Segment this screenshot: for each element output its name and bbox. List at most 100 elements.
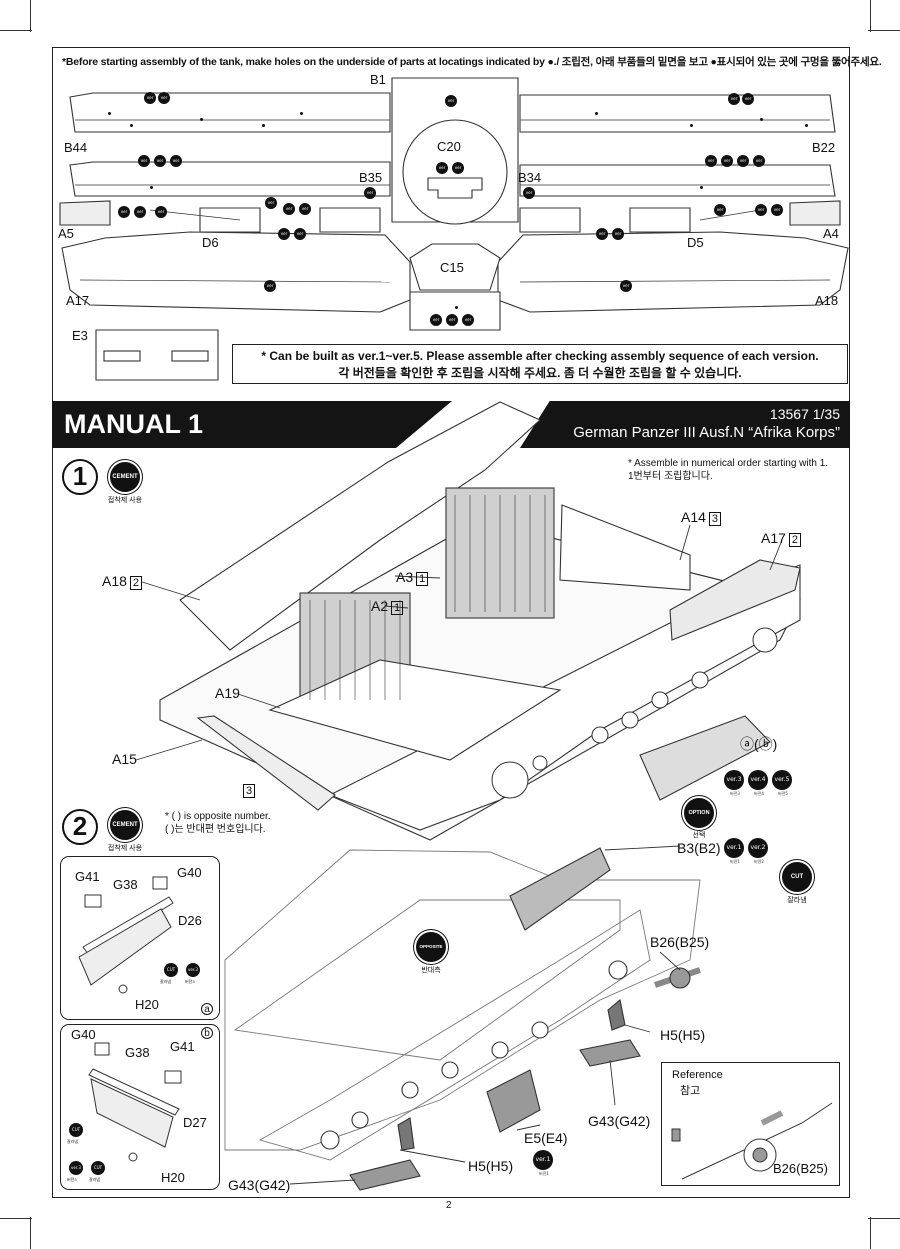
version-badge: ver — [364, 187, 376, 199]
version-badge: ver — [728, 93, 740, 105]
crop-mark — [870, 0, 871, 32]
version-badge: ver — [283, 203, 295, 215]
reference-title-ko: 참고 — [680, 1085, 701, 1097]
hole-dot — [455, 306, 458, 309]
version-badge: ver — [138, 155, 150, 167]
inset-a: G41 G38 G40 D26 H20 a CUT ver.3 잘라냄 버전3 — [60, 856, 220, 1020]
crop-mark — [0, 1218, 32, 1219]
inset-b-g40: G40 — [71, 1027, 96, 1042]
callout-a15: A15 — [112, 751, 137, 767]
kit-name: German Panzer III Ausf.N “Afrika Korps” — [573, 424, 840, 441]
inset-b-letter: b — [201, 1027, 213, 1039]
kit-number-scale: 13567 1/35 — [769, 406, 840, 422]
manual-title: MANUAL 1 — [52, 401, 452, 448]
inset-b-cut-cap: 잘라냄 — [67, 1139, 79, 1144]
version-badge: ver — [523, 187, 535, 199]
opposite-icon: OPPOSITE — [416, 932, 446, 962]
crop-mark — [870, 1217, 871, 1249]
page-frame — [52, 47, 850, 1198]
step-number-1: 1 — [62, 459, 98, 495]
version-badge: ver — [771, 204, 783, 216]
reference-part: B26(B25) — [773, 1161, 828, 1176]
opposite-caption: 반대측 — [421, 967, 441, 974]
crop-mark — [30, 0, 31, 32]
cut-caption: 잘라냄 — [787, 897, 807, 904]
inset-b-cut: CUT — [69, 1123, 83, 1137]
callout-e5e4: E5(E4) — [524, 1130, 568, 1146]
version-badge: ver — [155, 206, 167, 218]
callout-a19: A19 — [215, 685, 240, 701]
step-number-2: 2 — [62, 809, 98, 845]
inset-b-g41: G41 — [170, 1039, 195, 1054]
callout-b26b25: B26(B25) — [650, 934, 710, 950]
part-label-b44: B44 — [64, 140, 88, 155]
order-note: * Assemble in numerical order starting w… — [628, 457, 828, 483]
callout-g43-upper: G43(G42) — [588, 1113, 651, 1129]
version-badge: ver — [294, 228, 306, 240]
version-badge: ver — [596, 228, 608, 240]
kit-title: 13567 1/35 German Panzer III Ausf.N “Afr… — [520, 401, 850, 448]
reference-box: Reference 참고 B26(B25) — [661, 1062, 840, 1186]
inset-a-letter: a — [201, 1003, 213, 1015]
hole-dot — [262, 124, 265, 127]
version-badge: ver — [755, 204, 767, 216]
inset-b: G40 G38 G41 D27 H20 b CUT 잘라냄 ver.3 버전3 … — [60, 1024, 220, 1190]
version-badge: ver — [612, 228, 624, 240]
page-number: 2 — [446, 1200, 452, 1211]
version-badge-ver1: ver.1 버전1 — [724, 838, 746, 865]
cut-icon: CUT — [782, 862, 812, 892]
version-badge: ver — [144, 92, 156, 104]
cement-caption: 접착제 사용 — [107, 497, 143, 504]
hole-dot — [150, 186, 153, 189]
inset-b-drawing — [88, 1042, 182, 1162]
parts-drawing — [59, 77, 849, 381]
part-label-b34: B34 — [518, 170, 542, 185]
inset-a-cut-cap: 잘라냄 — [160, 979, 172, 984]
callout-h5-upper: H5(H5) — [660, 1027, 706, 1043]
inset-a-cut: CUT — [164, 963, 178, 977]
version-badge: ver — [452, 162, 464, 174]
part-label-a18: A18 — [815, 293, 839, 308]
option-icon: OPTION — [684, 798, 714, 828]
version-badge: ver — [430, 314, 442, 326]
crop-mark — [868, 1218, 900, 1219]
part-label-c15: C15 — [440, 260, 464, 275]
part-label-d5: D5 — [687, 235, 704, 250]
version-badge-ver5: ver.5 버전5 — [772, 770, 794, 797]
hole-dot — [200, 118, 203, 121]
part-label-d6: D6 — [202, 235, 219, 250]
version-badge: ver — [264, 280, 276, 292]
callout-box-3: 3 — [240, 782, 256, 798]
option-caption: 선택 — [692, 832, 706, 839]
part-label-e3: E3 — [72, 328, 88, 343]
inset-a-d26: D26 — [178, 913, 202, 928]
version-badge: ver — [278, 228, 290, 240]
order-note-en: * Assemble in numerical order starting w… — [628, 458, 829, 469]
part-label-a4: A4 — [823, 226, 839, 241]
version-badge-ver4: ver.4 버전4 — [748, 770, 770, 797]
part-label-c20: C20 — [437, 139, 461, 154]
opposite-note: * ( ) is opposite number. ( )는 반대편 번호입니다… — [165, 810, 271, 836]
inset-b-cut2: CUT — [91, 1161, 105, 1175]
inset-a-drawing — [78, 876, 174, 994]
callout-b3b2: B3(B2) — [677, 840, 721, 856]
cement-icon: CEMENT — [110, 462, 140, 492]
inset-b-g38: G38 — [125, 1045, 150, 1060]
version-badge: ver — [737, 155, 749, 167]
crop-mark — [30, 1217, 31, 1249]
inset-a-g40: G40 — [177, 865, 202, 880]
version-badge: ver — [620, 280, 632, 292]
version-badge: ver — [721, 155, 733, 167]
hole-dot — [690, 124, 693, 127]
hole-dot — [300, 112, 303, 115]
part-label-a17: A17 — [66, 293, 90, 308]
part-label-b35: B35 — [359, 170, 383, 185]
version-note: * Can be built as ver.1~ver.5. Please as… — [232, 344, 848, 384]
header-note: *Before starting assembly of the tank, m… — [62, 56, 882, 68]
part-label-a5: A5 — [58, 226, 74, 241]
